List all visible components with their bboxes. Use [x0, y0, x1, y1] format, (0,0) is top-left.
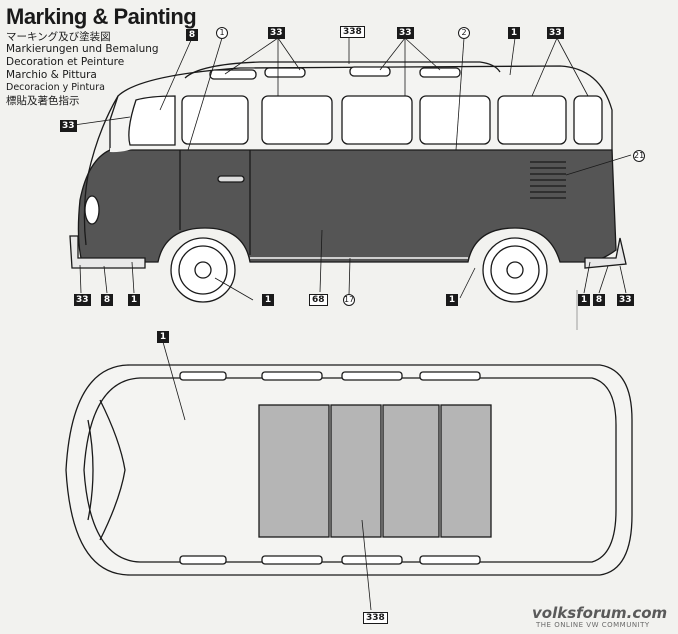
window-4 [497, 95, 567, 145]
rear-bumper [584, 237, 627, 269]
door-window [181, 95, 249, 145]
callout-33-mid: 33 [397, 27, 414, 39]
callout-1-bottom-left: 1 [128, 294, 140, 306]
callout-21-circle: 21 [633, 150, 645, 162]
callout-1-circle: 1 [216, 27, 228, 39]
rear-wheel [482, 237, 548, 303]
callout-1-bottom-right: 1 [578, 294, 590, 306]
page-title: Marking & Painting [6, 4, 197, 29]
headlight [84, 195, 100, 225]
callout-68: 68 [309, 294, 328, 306]
callout-33-bottom-right: 33 [617, 294, 634, 306]
subtitle-spanish: Decoracion y Pintura [6, 82, 105, 93]
subtitle-chinese: 標貼及著色指示 [6, 95, 80, 107]
callout-1-rear-wheel: 1 [446, 294, 458, 306]
front-wheel [170, 237, 236, 303]
front-v-top [99, 399, 126, 541]
roof-panel-3 [382, 404, 440, 538]
roof-panel-4 [440, 404, 492, 538]
front-bumper [69, 235, 146, 269]
callout-338-top: 338 [340, 26, 365, 38]
callout-8-top: 8 [186, 29, 198, 41]
watermark-brand: volksforum.com [532, 604, 668, 622]
window-2 [341, 95, 413, 145]
callout-8-bottom-left: 8 [101, 294, 113, 306]
cab-window [128, 95, 176, 146]
window-1 [261, 95, 333, 145]
callout-1-top: 1 [508, 27, 520, 39]
bus-side-view [69, 37, 632, 330]
subtitle-japanese: マーキング及び塗装図 [6, 31, 111, 43]
callout-8-bottom-right: 8 [593, 294, 605, 306]
roof-panel-1 [258, 404, 330, 538]
roof-panel-2 [330, 404, 382, 538]
body-lower [77, 149, 617, 263]
callout-2-circle: 2 [458, 27, 470, 39]
bus-top-view [65, 341, 633, 611]
window-5 [573, 95, 603, 145]
callout-33-bottom-left: 33 [74, 294, 91, 306]
window-3 [419, 95, 491, 145]
callout-33-left: 33 [60, 120, 77, 132]
callout-1-front-wheel: 1 [262, 294, 274, 306]
callout-338-bottom: 338 [363, 612, 388, 624]
watermark-tagline: THE ONLINE VW COMMUNITY [536, 621, 650, 629]
callout-17-circle: 17 [343, 294, 355, 306]
subtitle-french: Decoration et Peinture [6, 56, 125, 68]
callout-33-right: 33 [547, 27, 564, 39]
callout-1-plan: 1 [157, 331, 169, 343]
callout-33-top: 33 [268, 27, 285, 39]
subtitle-german: Markierungen und Bemalung [6, 43, 159, 55]
subtitle-italian: Marchio & Pittura [6, 69, 97, 81]
engine-vent [530, 161, 566, 199]
